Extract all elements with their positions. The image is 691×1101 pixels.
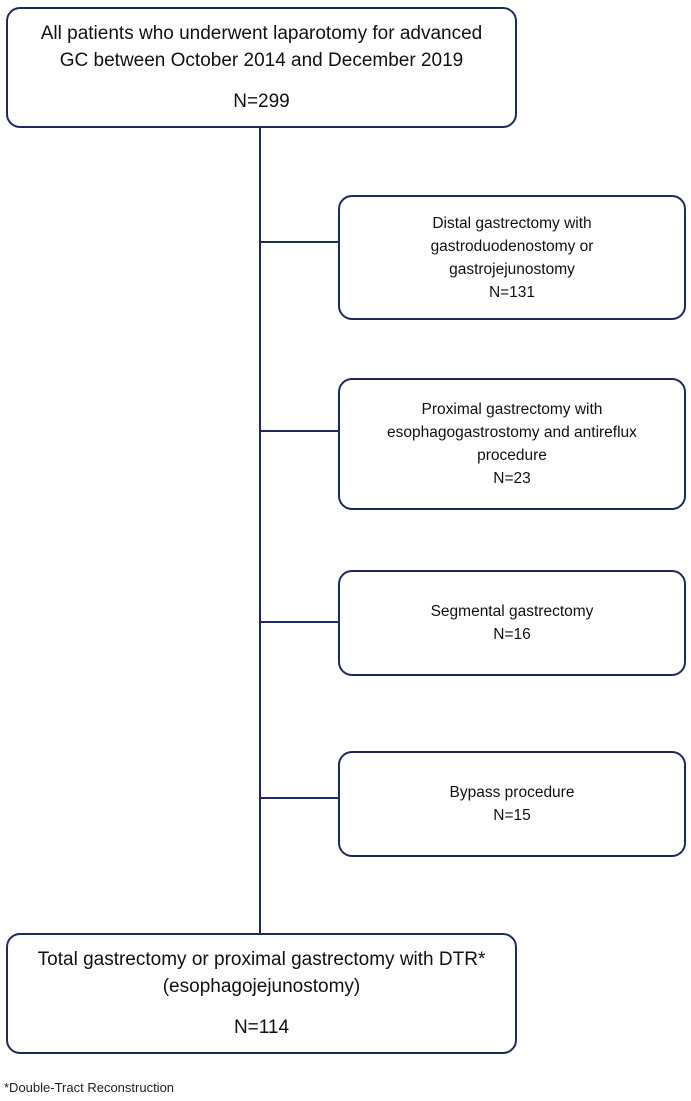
- segmental-gastrectomy-count: N=16: [493, 626, 531, 643]
- branch-connector-4: [259, 797, 339, 799]
- distal-gastrectomy-line-3: gastrojejunostomy: [449, 260, 575, 278]
- distal-gastrectomy-line-2: gastroduodenostomy or: [430, 237, 594, 255]
- proximal-gastrectomy-box: Proximal gastrectomy with esophagogastro…: [338, 378, 686, 510]
- total-gastrectomy-box: Total gastrectomy or proximal gastrectom…: [6, 933, 517, 1054]
- segmental-gastrectomy-box: Segmental gastrectomy N=16: [338, 570, 686, 676]
- bypass-procedure-label: Bypass procedure: [449, 784, 575, 801]
- distal-gastrectomy-line-1: Distal gastrectomy with: [432, 214, 592, 232]
- bypass-procedure-box: Bypass procedure N=15: [338, 751, 686, 857]
- proximal-gastrectomy-line-3: procedure: [477, 447, 547, 464]
- bypass-procedure-count: N=15: [493, 807, 531, 824]
- branch-connector-3: [259, 621, 339, 623]
- all-patients-line-2: GC between October 2014 and December 201…: [59, 50, 464, 71]
- all-patients-line-1: All patients who underwent laparotomy fo…: [40, 23, 483, 44]
- footnote: *Double-Tract Reconstruction: [4, 1080, 175, 1095]
- total-gastrectomy-line-1: Total gastrectomy or proximal gastrectom…: [37, 949, 486, 970]
- segmental-gastrectomy-label: Segmental gastrectomy: [430, 603, 594, 620]
- total-gastrectomy-line-2: (esophagojejunostomy): [162, 976, 361, 997]
- total-gastrectomy-count: N=114: [233, 1017, 290, 1038]
- branch-connector-2: [259, 430, 339, 432]
- all-patients-box: All patients who underwent laparotomy fo…: [6, 7, 517, 128]
- all-patients-count: N=299: [233, 91, 290, 112]
- branch-connector-1: [259, 241, 339, 243]
- distal-gastrectomy-count: N=131: [488, 283, 536, 301]
- proximal-gastrectomy-count: N=23: [493, 470, 531, 487]
- main-trunk-line: [259, 127, 261, 934]
- proximal-gastrectomy-line-2: esophagogastrostomy and antireflux: [387, 424, 637, 441]
- proximal-gastrectomy-line-1: Proximal gastrectomy with: [421, 401, 603, 418]
- distal-gastrectomy-box: Distal gastrectomy with gastroduodenosto…: [338, 195, 686, 320]
